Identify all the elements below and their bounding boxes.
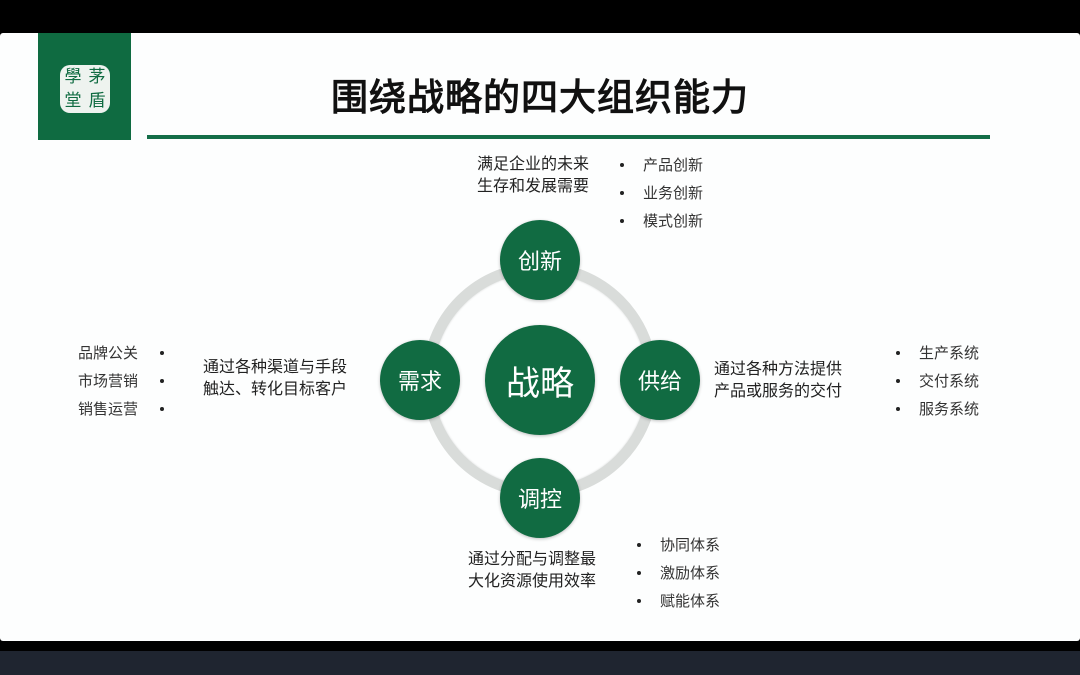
bullet-icon — [637, 571, 641, 575]
list-item: 协同体系 — [623, 531, 720, 559]
list-item: 产品创新 — [606, 151, 703, 179]
node-label: 调控 — [517, 488, 562, 513]
list-item: 品牌公关 — [78, 339, 186, 367]
bullet-icon — [160, 407, 165, 411]
description-line: 大化资源使用效率 — [468, 571, 597, 590]
list-item-label: 激励体系 — [660, 564, 721, 582]
bullet-icon — [896, 351, 900, 355]
bullet-icon — [637, 543, 641, 547]
description-line: 生存和发展需要 — [477, 176, 590, 195]
list-item-label: 品牌公关 — [78, 344, 139, 362]
list-item-label: 销售运营 — [78, 400, 139, 418]
list-item-label: 赋能体系 — [660, 592, 721, 610]
title-divider — [147, 135, 990, 139]
description-line: 产品或服务的交付 — [714, 381, 843, 400]
node-label: 需求 — [397, 370, 442, 395]
innovation-list: 产品创新 业务创新 模式创新 — [606, 151, 703, 235]
logo-char: 堂 — [64, 91, 82, 111]
list-item: 生产系统 — [882, 339, 979, 367]
bullet-icon — [896, 379, 900, 383]
description-line: 满足企业的未来 — [477, 154, 590, 173]
list-item: 赋能体系 — [623, 587, 720, 615]
node-supply: 供给 — [620, 340, 700, 420]
logo-char: 盾 — [88, 91, 106, 111]
bullet-icon — [160, 379, 165, 383]
list-item: 销售运营 — [78, 395, 186, 423]
list-item-label: 模式创新 — [643, 212, 704, 230]
bullet-icon — [160, 351, 165, 355]
list-item: 服务系统 — [882, 395, 979, 423]
list-item: 市场营销 — [78, 367, 186, 395]
node-label: 创新 — [517, 250, 562, 275]
list-item-label: 服务系统 — [919, 400, 980, 418]
innovation-description: 满足企业的未来 生存和发展需要 — [477, 153, 589, 197]
demand-list: 品牌公关 市场营销 销售运营 — [78, 339, 186, 423]
description-line: 通过各种渠道与手段 — [203, 357, 348, 376]
list-item-label: 生产系统 — [919, 344, 980, 362]
center-node-strategy: 战略 — [485, 325, 595, 435]
center-node-label: 战略 — [506, 363, 574, 404]
slide-title: 围绕战略的四大组织能力 — [331, 76, 749, 119]
description-line: 触达、转化目标客户 — [203, 379, 348, 398]
logo: 學 茅 堂 盾 — [38, 33, 131, 140]
presentation-slide: 學 茅 堂 盾 围绕战略的四大组织能力 战略 创新 需求 供给 调控 满足企业的… — [0, 33, 1080, 641]
node-control: 调控 — [500, 458, 580, 538]
supply-description: 通过各种方法提供 产品或服务的交付 — [714, 358, 842, 402]
list-item-label: 交付系统 — [919, 372, 980, 390]
list-item-label: 产品创新 — [643, 156, 704, 174]
logo-char: 茅 — [88, 67, 106, 87]
player-control-bar — [0, 651, 1080, 675]
bullet-icon — [896, 407, 900, 411]
bullet-icon — [620, 191, 624, 195]
list-item-label: 业务创新 — [643, 184, 704, 202]
bullet-icon — [620, 219, 624, 223]
description-line: 通过分配与调整最 — [468, 549, 597, 568]
demand-description: 通过各种渠道与手段 触达、转化目标客户 — [203, 356, 347, 400]
list-item: 模式创新 — [606, 207, 703, 235]
list-item: 激励体系 — [623, 559, 720, 587]
node-innovation: 创新 — [500, 220, 580, 300]
control-list: 协同体系 激励体系 赋能体系 — [623, 531, 720, 615]
list-item: 业务创新 — [606, 179, 703, 207]
node-label: 供给 — [637, 370, 682, 395]
list-item: 交付系统 — [882, 367, 979, 395]
list-item-label: 协同体系 — [660, 536, 721, 554]
node-demand: 需求 — [380, 340, 460, 420]
list-item-label: 市场营销 — [78, 372, 139, 390]
bullet-icon — [637, 599, 641, 603]
control-description: 通过分配与调整最 大化资源使用效率 — [468, 548, 596, 592]
description-line: 通过各种方法提供 — [714, 359, 843, 378]
supply-list: 生产系统 交付系统 服务系统 — [882, 339, 979, 423]
logo-seal-icon: 學 茅 堂 盾 — [60, 65, 110, 113]
bullet-icon — [620, 163, 624, 167]
logo-char: 學 — [64, 67, 82, 87]
